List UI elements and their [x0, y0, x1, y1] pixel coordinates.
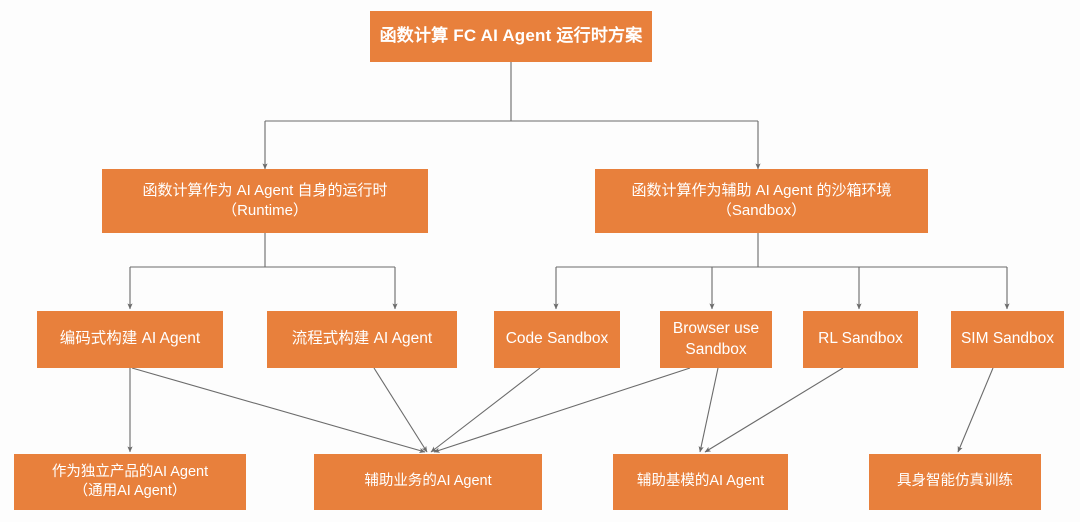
node-root[interactable]: 函数计算 FC AI Agent 运行时方案	[370, 11, 652, 62]
edge-code-build-to-business	[131, 367, 426, 453]
node-rl-sandbox[interactable]: RL Sandbox	[803, 311, 918, 368]
node-sim-sandbox[interactable]: SIM Sandbox	[951, 311, 1064, 368]
node-sandbox[interactable]: 函数计算作为辅助 AI Agent 的沙箱环境（Sandbox）	[595, 169, 928, 233]
node-standalone-product[interactable]: 作为独立产品的AI Agent （通用AI Agent）	[14, 454, 246, 510]
node-base-model-assist[interactable]: 辅助基模的AI Agent	[613, 454, 788, 510]
node-business-assist[interactable]: 辅助业务的AI Agent	[314, 454, 542, 510]
node-flow-build[interactable]: 流程式构建 AI Agent	[267, 311, 457, 368]
node-code-build[interactable]: 编码式构建 AI Agent	[37, 311, 223, 368]
node-embodied-sim[interactable]: 具身智能仿真训练	[869, 454, 1041, 510]
edge-browser-use-to-base-model	[698, 367, 719, 453]
node-browser-use-sandbox[interactable]: Browser use Sandbox	[660, 311, 772, 368]
edge-rl-sandbox-to-base-model	[704, 367, 844, 453]
edge-browser-use-to-business	[433, 367, 691, 453]
node-code-sandbox[interactable]: Code Sandbox	[494, 311, 620, 368]
node-runtime[interactable]: 函数计算作为 AI Agent 自身的运行时（Runtime）	[102, 169, 428, 233]
edge-code-sandbox-to-business	[430, 367, 541, 453]
edge-flow-build-to-business	[373, 367, 428, 453]
edge-sim-sandbox-to-embodied	[957, 367, 994, 453]
